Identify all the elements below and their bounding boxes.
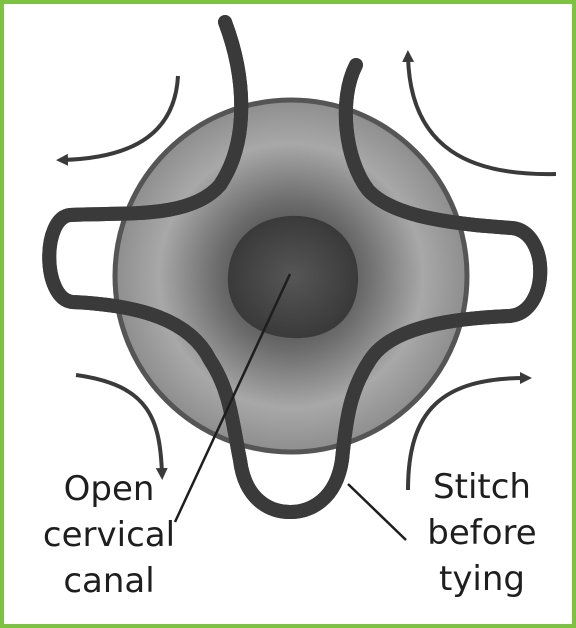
stitch-leader-line (348, 484, 406, 540)
arrow-top-left (62, 76, 178, 160)
stitch-label-line-1: Stitch (433, 467, 531, 507)
open-cervical-canal-label: Open cervical canal (24, 466, 194, 604)
stitch-label-line-3: tying (439, 559, 525, 599)
arrow-top-right (408, 56, 556, 174)
cervical-canal (228, 216, 358, 338)
arrow-bottom-left (76, 375, 162, 474)
stitch-before-tying-label: Stitch before tying (412, 464, 552, 602)
canal-label-line-1: Open (64, 469, 155, 509)
canal-label-line-2: cervical (43, 515, 175, 555)
stitch-label-line-2: before (427, 513, 536, 553)
canal-label-line-3: canal (63, 561, 154, 601)
